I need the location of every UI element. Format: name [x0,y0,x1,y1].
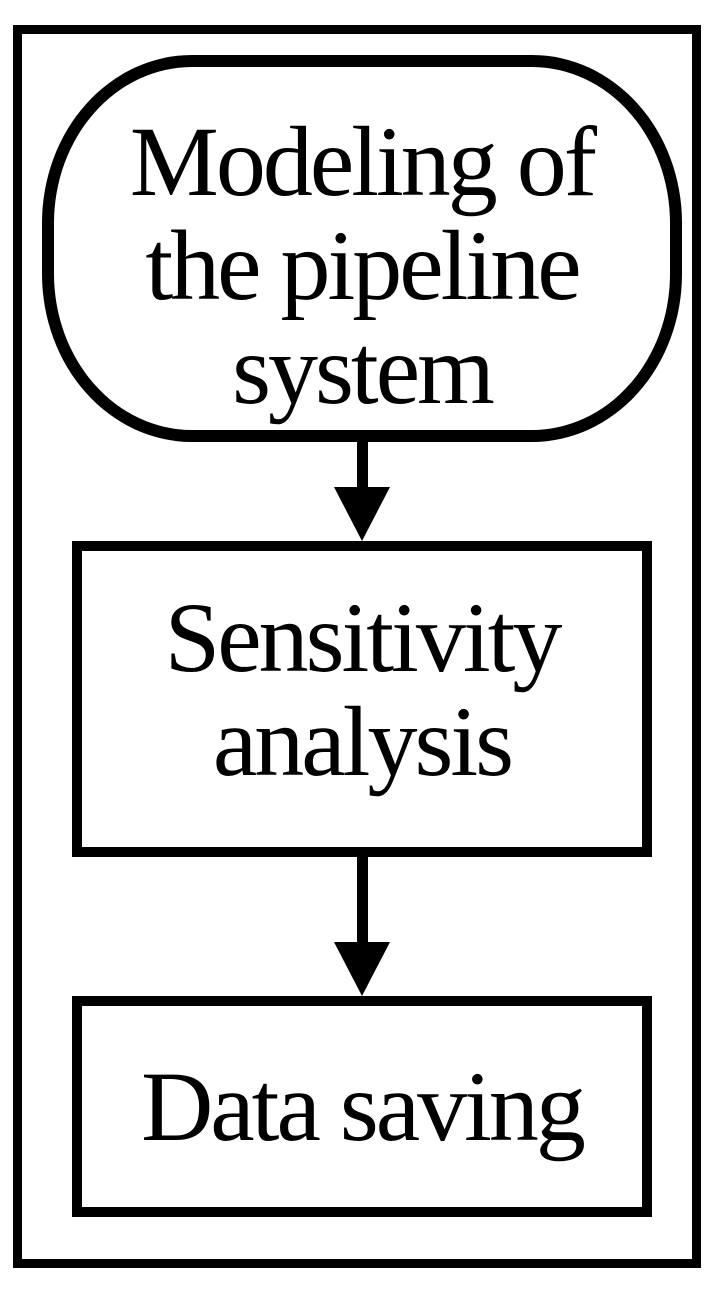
node-label-line: Sensitivity [164,582,563,693]
down-arrow-shaft-modeling-to-sensitivity [357,441,368,489]
node-label-line: analysis [212,686,514,797]
down-arrow-head-sensitivity-to-data-saving [334,942,390,996]
node-label-line: Modeling of [129,105,597,217]
node-label-line: Data saving [141,1050,586,1162]
node-sensitivity-analysis: Sensitivity analysis [72,541,652,857]
node-data-saving: Data saving [72,996,652,1217]
down-arrow-head-modeling-to-sensitivity [334,487,390,541]
node-label-line: the pipeline [145,209,581,321]
node-label-line: system [232,313,495,425]
diagram-outer-border [13,25,701,1268]
node-modeling-of-the-pipeline-system: Modeling of the pipeline system [42,55,682,442]
down-arrow-shaft-sensitivity-to-data-saving [357,856,368,943]
